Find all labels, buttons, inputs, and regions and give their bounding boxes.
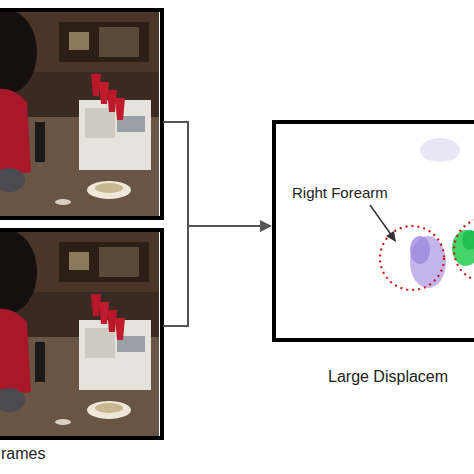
part-label: Right Forearm bbox=[292, 184, 388, 201]
caption-label: Large Displacem bbox=[328, 368, 448, 386]
caption-label: rames bbox=[1, 445, 45, 463]
flow-panel: Right Forearm bbox=[272, 120, 474, 342]
